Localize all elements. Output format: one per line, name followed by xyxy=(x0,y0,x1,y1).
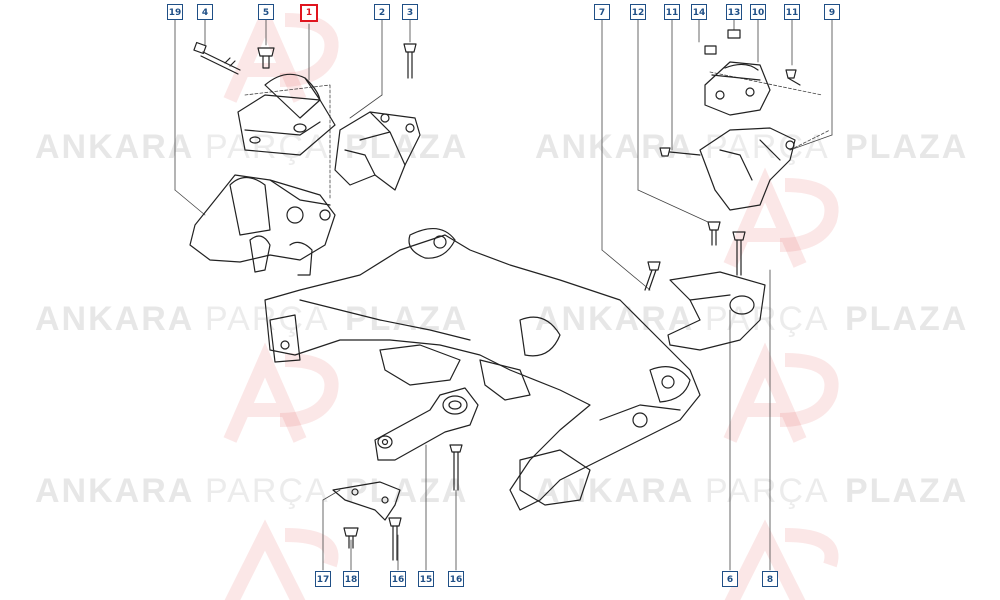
callout-18[interactable]: 18 xyxy=(343,571,359,587)
bracket-2 xyxy=(334,111,421,191)
callout-9[interactable]: 9 xyxy=(824,4,840,20)
callout-19[interactable]: 19 xyxy=(167,4,183,20)
watermark-plaza: PLAZA xyxy=(345,128,469,166)
callout-5[interactable]: 5 xyxy=(258,4,274,20)
bracket-17 xyxy=(332,481,401,521)
ap-logo-icon xyxy=(223,342,339,443)
watermark-parca: PARÇA xyxy=(705,472,830,510)
bolt-16 xyxy=(449,444,463,491)
callout-11[interactable]: 11 xyxy=(784,4,800,20)
watermark-parca: PARÇA xyxy=(205,128,330,166)
callout-15[interactable]: 15 xyxy=(418,571,434,587)
nut-13 xyxy=(727,29,741,39)
bolt-11 xyxy=(785,69,801,86)
engine-mount-10 xyxy=(704,61,771,116)
watermark-plaza: PLAZA xyxy=(345,300,469,338)
engine-mount-19 xyxy=(189,174,336,276)
watermark-parca: PARÇA xyxy=(205,472,330,510)
bolt-7 xyxy=(644,261,661,291)
bolt-5 xyxy=(257,47,275,69)
watermark-ankara: ANKARA xyxy=(35,128,195,166)
callout-14[interactable]: 14 xyxy=(691,4,707,20)
watermark-parca: PARÇA xyxy=(705,300,830,338)
bolt-11 xyxy=(659,147,701,157)
watermark-plaza: PLAZA xyxy=(845,472,969,510)
watermark-ankara: ANKARA xyxy=(35,300,195,338)
leader-lines xyxy=(174,19,833,571)
bolt-8 xyxy=(732,231,746,276)
bolt-4 xyxy=(193,41,241,75)
ap-logo-icon xyxy=(723,167,839,268)
callout-8[interactable]: 8 xyxy=(762,571,778,587)
bolt-18 xyxy=(343,527,359,549)
nut-14 xyxy=(704,45,717,55)
subframe xyxy=(264,228,701,511)
bolt-16 xyxy=(388,517,402,561)
bolt-3 xyxy=(403,43,417,79)
callout-17[interactable]: 17 xyxy=(315,571,331,587)
callout-16[interactable]: 16 xyxy=(390,571,406,587)
bracket-6 xyxy=(667,271,766,351)
callout-10[interactable]: 10 xyxy=(750,4,766,20)
ap-logo-icon xyxy=(224,519,839,600)
watermark-ankara: ANKARA xyxy=(35,472,195,510)
torque-rod-15 xyxy=(374,387,479,461)
watermark-plaza: PLAZA xyxy=(845,128,969,166)
callout-3[interactable]: 3 xyxy=(402,4,418,20)
watermark-plaza: PLAZA xyxy=(845,300,969,338)
watermark-ankara: ANKARA xyxy=(535,472,695,510)
callout-16[interactable]: 16 xyxy=(448,571,464,587)
bolt-12 xyxy=(707,221,721,246)
callout-13[interactable]: 13 xyxy=(726,4,742,20)
callout-6[interactable]: 6 xyxy=(722,571,738,587)
callout-1-highlighted[interactable]: 1 xyxy=(300,4,318,22)
watermark-plaza: PLAZA xyxy=(345,472,469,510)
callout-2[interactable]: 2 xyxy=(374,4,390,20)
watermark-ankara: ANKARA xyxy=(535,300,695,338)
callout-7[interactable]: 7 xyxy=(594,4,610,20)
watermark-ankara: ANKARA xyxy=(535,128,695,166)
callout-11[interactable]: 11 xyxy=(664,4,680,20)
ap-logo-icon xyxy=(723,342,839,443)
bracket-9 xyxy=(699,127,796,211)
engine-mount-1 xyxy=(237,73,336,156)
callout-4[interactable]: 4 xyxy=(197,4,213,20)
ap-logo-icon xyxy=(223,2,339,103)
callout-12[interactable]: 12 xyxy=(630,4,646,20)
